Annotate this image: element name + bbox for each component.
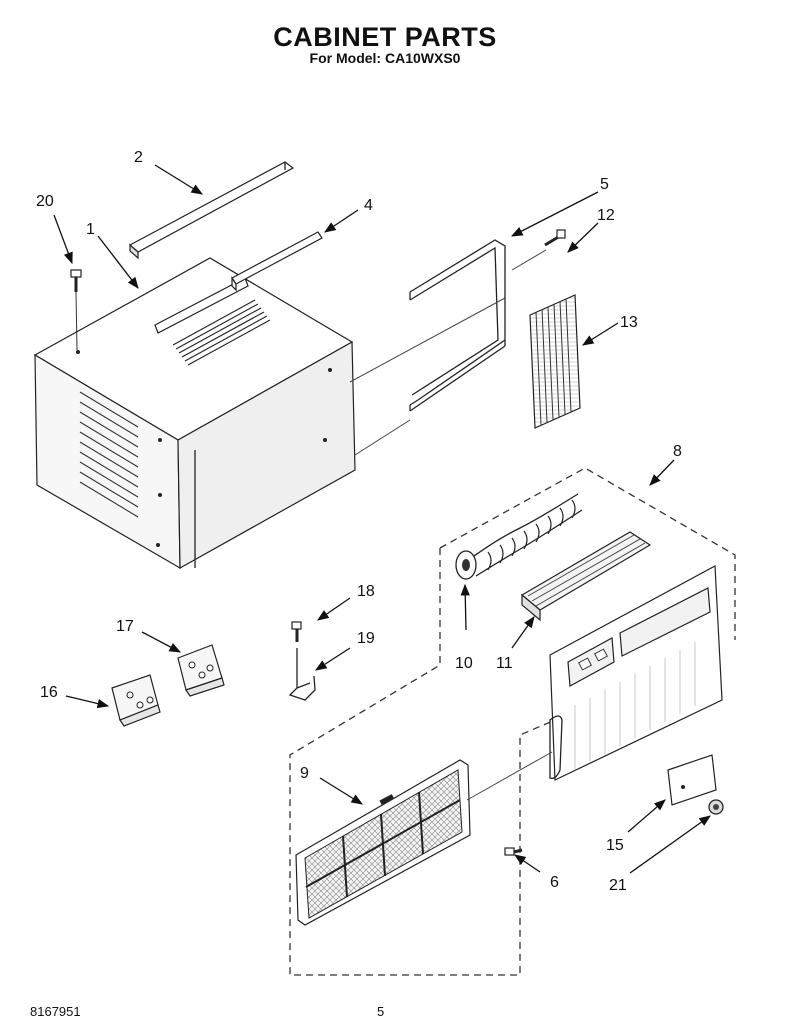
screw-6-part (504, 847, 523, 856)
screw-20-part (70, 269, 82, 351)
screw-12-part (544, 229, 566, 247)
front-assembly-outline (289, 467, 736, 976)
callout-15: 15 (606, 837, 624, 854)
callout-19: 19 (357, 630, 375, 647)
callout-5: 5 (600, 176, 609, 193)
air-filter-part (295, 759, 471, 926)
callout-10: 10 (455, 655, 473, 672)
callout-17: 17 (116, 618, 134, 635)
callout-2: 2 (134, 149, 143, 166)
knob-part (708, 799, 724, 815)
cabinet-shell-part (33, 257, 356, 570)
callout-1: 1 (86, 221, 95, 238)
blower-wheel-part (455, 493, 583, 580)
louver-part (520, 531, 652, 622)
callout-20: 20 (36, 193, 54, 210)
top-rail-part (128, 161, 295, 260)
callout-16: 16 (40, 684, 58, 701)
screw-18-part (291, 621, 302, 642)
rear-frame-part (409, 239, 506, 412)
callout-11: 11 (496, 655, 513, 672)
bracket-16-part (111, 674, 161, 727)
callout-labels: 2 4 20 1 5 12 13 8 18 17 19 10 11 16 9 1… (36, 149, 682, 894)
callout-12: 12 (597, 207, 615, 224)
front-panel-part (549, 565, 723, 781)
callout-4: 4 (364, 197, 373, 214)
label-plate-part (667, 754, 717, 806)
page-title: CABINET PARTS (273, 22, 497, 52)
callout-arrows (53, 164, 711, 874)
callout-18: 18 (357, 583, 375, 600)
top-bracket-part (231, 231, 323, 292)
callout-13: 13 (620, 314, 638, 331)
callout-8: 8 (673, 443, 682, 460)
coil-grille-part (529, 294, 581, 429)
callout-6: 6 (550, 874, 559, 891)
part-number: 8167951 (30, 1004, 81, 1019)
guide-lines (349, 249, 553, 801)
page-number: 5 (377, 1004, 385, 1019)
clip-19-part (288, 648, 316, 701)
callout-21: 21 (609, 877, 627, 894)
bracket-17-part (177, 644, 225, 697)
model-subtitle: For Model: CA10WXS0 (309, 50, 461, 66)
callout-9: 9 (300, 765, 309, 782)
